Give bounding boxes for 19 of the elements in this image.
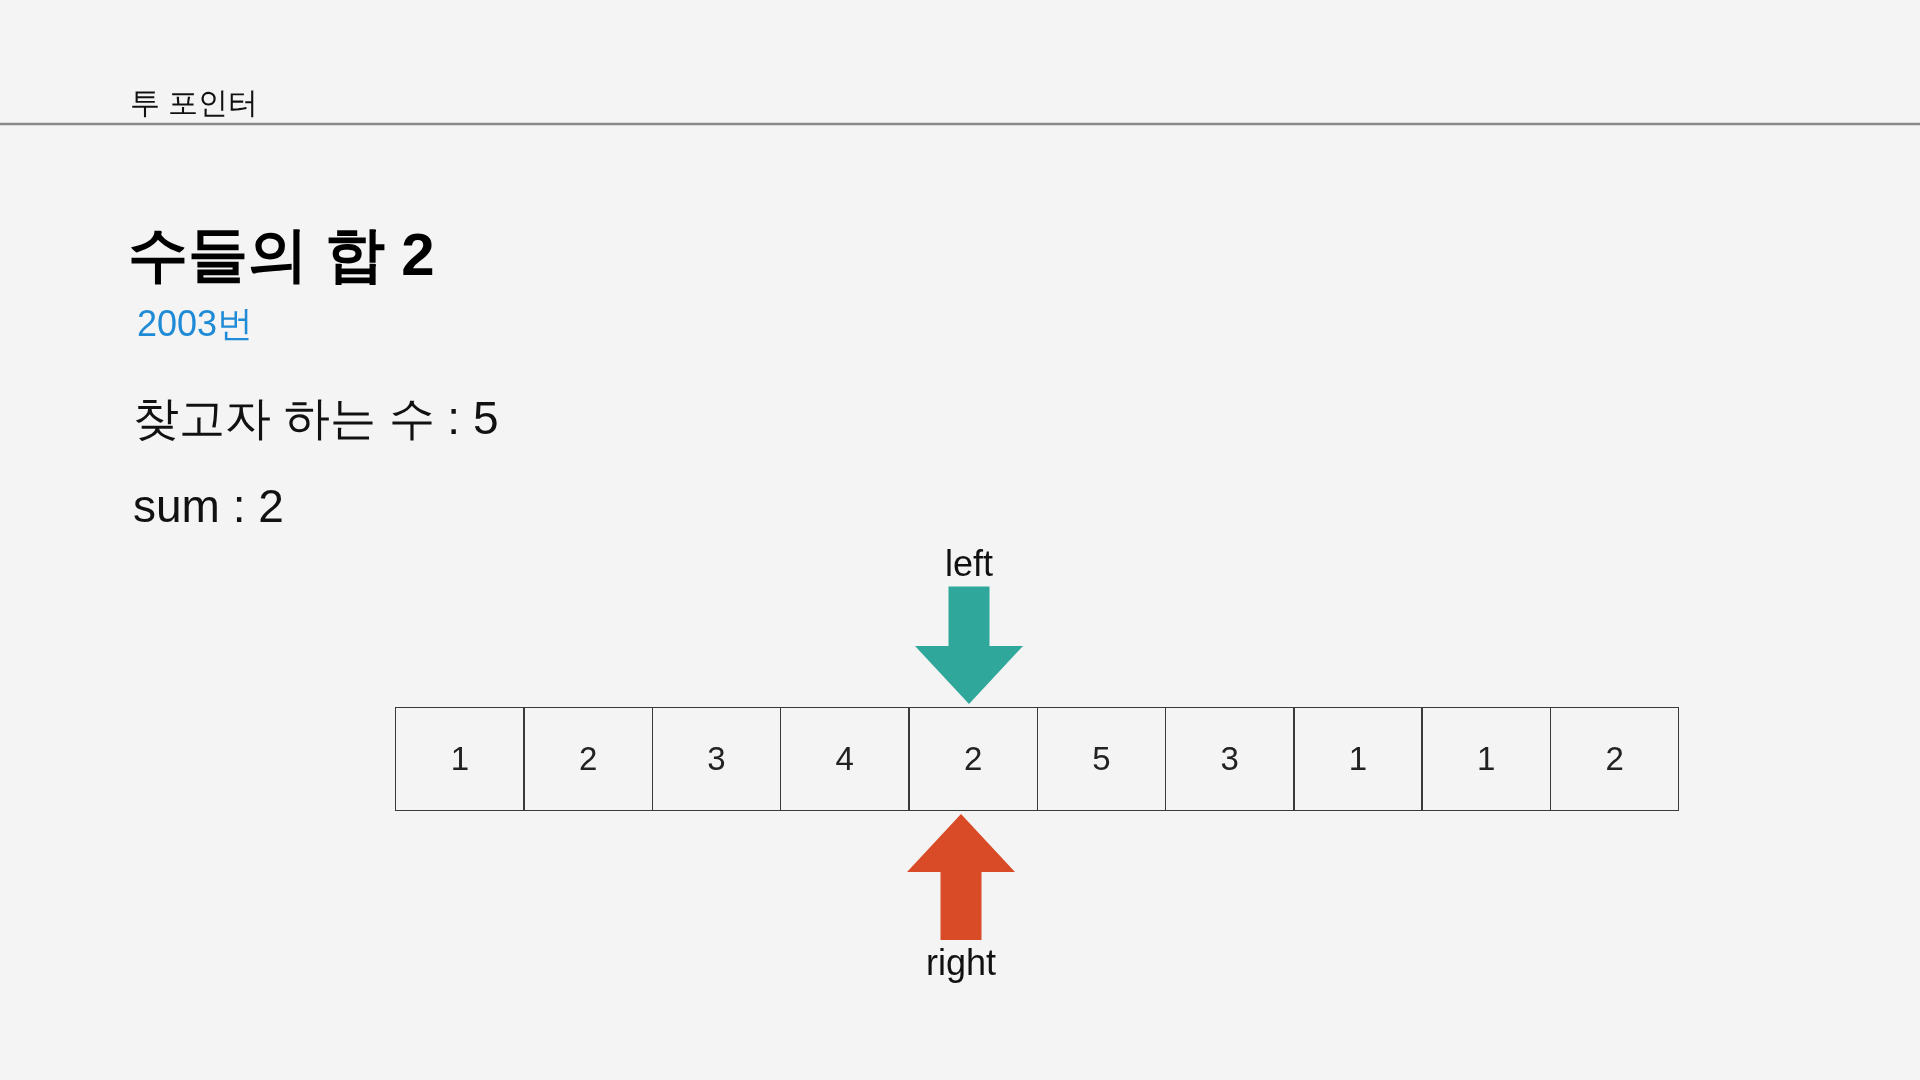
array-cell: 2: [523, 707, 654, 811]
array-cell: 1: [1421, 707, 1552, 811]
array-cell: 1: [1293, 707, 1423, 811]
pointer-arrow: [907, 814, 1015, 940]
array-cell: 2: [1549, 707, 1680, 811]
array-cell: 1: [395, 707, 525, 811]
array-cell: 5: [1036, 707, 1167, 811]
slide-title: 수들의 합 2: [128, 220, 435, 289]
pointer-arrow: [915, 586, 1023, 704]
array-cell: 4: [779, 707, 910, 811]
pointer-label: left: [945, 543, 993, 585]
array-cell: 2: [908, 707, 1038, 811]
array-cell: 3: [651, 707, 782, 811]
pointer-label: right: [926, 942, 996, 984]
target-value-text: 찾고자 하는 수 : 5: [133, 392, 499, 445]
problem-number: 2003번: [137, 303, 254, 345]
array-cell: 3: [1164, 707, 1295, 811]
section-header: 투 포인터: [130, 86, 259, 121]
sum-text: sum : 2: [133, 480, 284, 533]
